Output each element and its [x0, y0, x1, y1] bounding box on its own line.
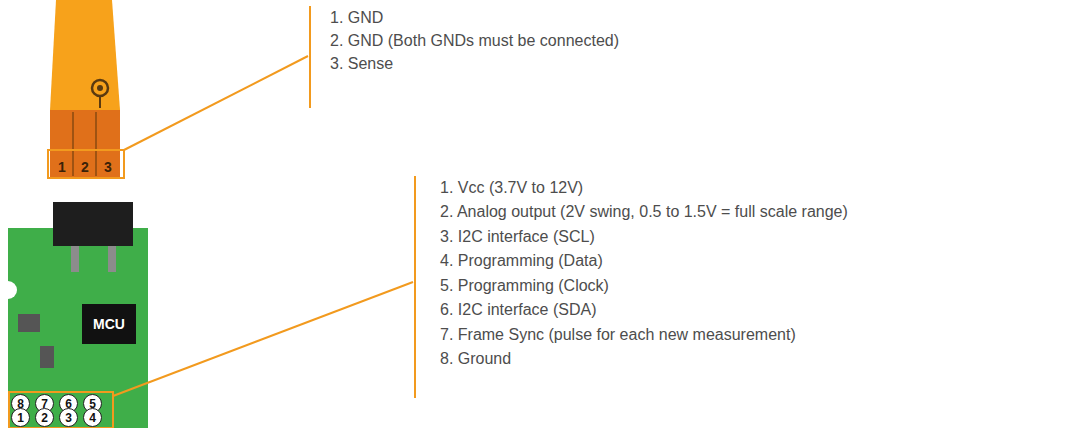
pin-circle: 2	[35, 408, 54, 427]
component	[18, 314, 40, 332]
mcu-chip: MCU	[82, 304, 136, 344]
sensor-dot	[92, 80, 108, 96]
flex-strip	[50, 0, 120, 110]
sensor-trace	[99, 96, 101, 108]
pcb-board	[8, 228, 148, 428]
chip-label: MCU	[93, 317, 125, 331]
bracket-line	[414, 176, 416, 398]
pin-description: 1. Vcc (3.7V to 12V)	[440, 179, 583, 197]
pin-number: 2	[41, 412, 48, 424]
pad-outline	[48, 150, 124, 178]
pin-description: 2. GND (Both GNDs must be connected)	[330, 32, 619, 50]
pin-number: 1	[17, 412, 24, 424]
pin-number: 2	[81, 160, 89, 174]
pin-description: 1. GND	[330, 9, 383, 27]
pad-divider	[95, 112, 97, 176]
pad-number: 3	[97, 157, 119, 176]
pad-number: 1	[51, 157, 73, 176]
bracket-line	[309, 6, 311, 108]
pin-description: 3. Sense	[330, 55, 393, 73]
leader-line	[124, 56, 308, 150]
pin-number: 4	[89, 412, 96, 424]
pin-number: 3	[104, 160, 112, 174]
pin-description: 8. Ground	[440, 350, 511, 368]
pin-description: 6. I2C interface (SDA)	[440, 301, 597, 319]
sensor-dot-center	[97, 85, 103, 91]
pin-description: 5. Programming (Clock)	[440, 277, 609, 295]
pin-outline	[9, 392, 113, 428]
pad-number: 2	[74, 157, 96, 176]
contact-area	[50, 110, 120, 178]
pin-circle: 4	[83, 408, 102, 427]
pin-description: 7. Frame Sync (pulse for each new measur…	[440, 326, 796, 344]
pin-circle: 1	[11, 408, 30, 427]
pin-description: 3. I2C interface (SCL)	[440, 228, 595, 246]
pin-description: 2. Analog output (2V swing, 0.5 to 1.5V …	[440, 203, 848, 221]
connector-housing	[53, 202, 133, 246]
component	[40, 346, 54, 368]
pin-circle: 3	[59, 408, 78, 427]
pin-number: 1	[58, 160, 66, 174]
leader-line	[113, 282, 413, 396]
mounting-notch	[0, 281, 17, 299]
pad-divider	[72, 112, 74, 176]
pin-number: 3	[65, 412, 72, 424]
pin-description: 4. Programming (Data)	[440, 252, 603, 270]
